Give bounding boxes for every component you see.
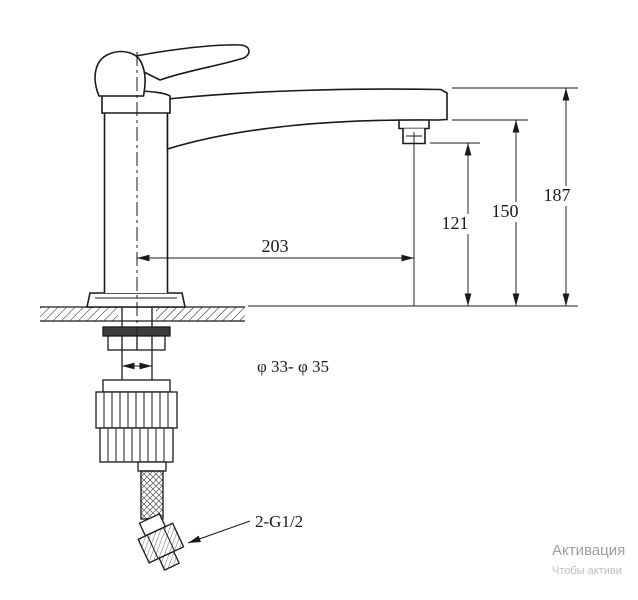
dim-label-spout-height: 150 (492, 201, 519, 221)
dim-label-overall-height: 187 (544, 185, 571, 205)
label-bg-187 (539, 186, 575, 206)
hose-braid (140, 470, 164, 520)
body-column-fill (104, 113, 168, 293)
spout-outlet-collar (398, 119, 430, 130)
lock-nut-upper-knurling (103, 392, 169, 428)
spout (166, 88, 448, 151)
lock-nut-lower-knurling (107, 428, 165, 462)
counter-surface (40, 306, 245, 322)
counter-hatching-left (40, 307, 118, 321)
base-flange (86, 292, 186, 308)
fitting-tip (158, 550, 180, 571)
hose-ferrule (137, 461, 167, 472)
counter-hatching-right (156, 307, 245, 321)
hose-elbow-fitting (137, 513, 185, 571)
dimension-label-backgrounds (437, 186, 575, 234)
dim-label-span: 203 (262, 236, 289, 256)
dim-label-hose-thread: 2-G1/2 (255, 512, 303, 531)
faucet-outline (86, 44, 448, 308)
supply-hose (137, 461, 185, 571)
fitting-nut-facets (146, 527, 175, 559)
lock-nut-top (102, 379, 171, 393)
lock-nut-lower (99, 427, 174, 463)
leader-hose-thread (187, 520, 251, 544)
label-bg-121 (437, 214, 473, 234)
dim-label-outlet-height: 121 (442, 213, 469, 233)
label-bg-150 (487, 202, 523, 222)
handle-knob (94, 50, 146, 97)
dim-label-mount-hole: φ 33- φ 35 (257, 357, 329, 376)
